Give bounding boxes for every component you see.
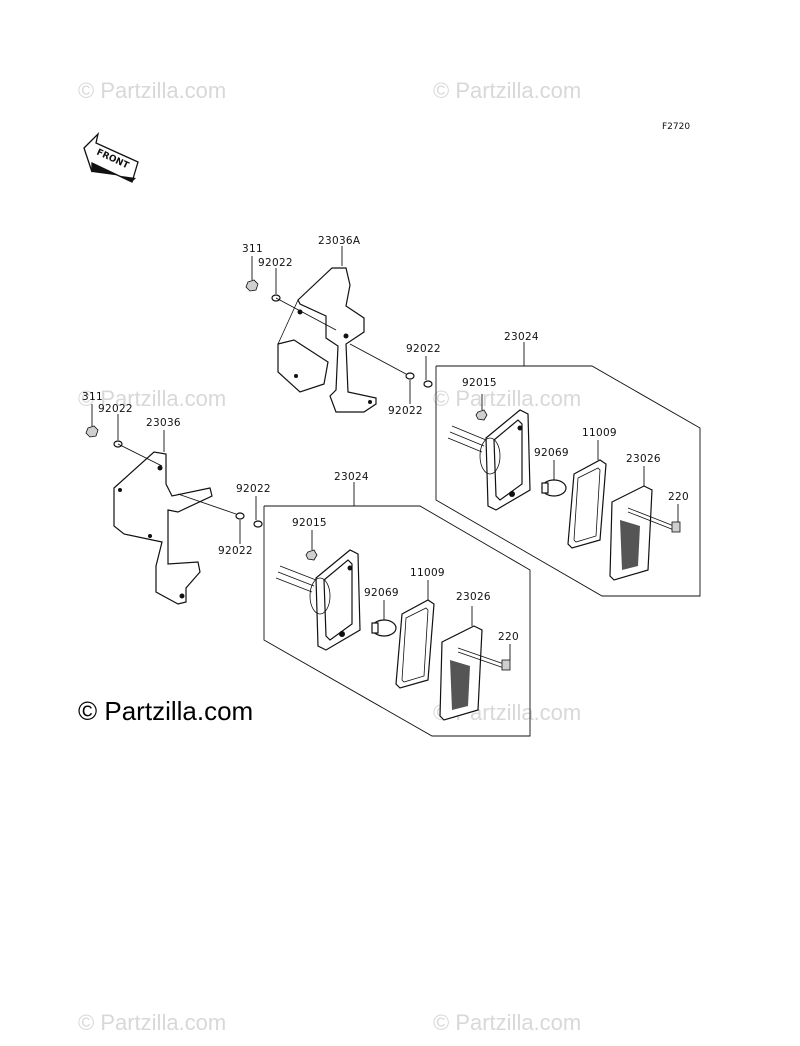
- washer-92022-bottom-c: [253, 520, 263, 528]
- label-311: 311: [82, 391, 103, 403]
- label-23026: 23026: [626, 453, 661, 465]
- nut-311-bottom: [85, 425, 99, 438]
- lens-pattern-top: [620, 520, 640, 570]
- label-311: 311: [242, 243, 263, 255]
- label-23024: 23024: [504, 331, 539, 343]
- copyright-text: © Partzilla.com: [78, 696, 253, 726]
- lamp-assembly-top: [435, 342, 701, 597]
- label-23036a: 23036A: [318, 235, 361, 247]
- label-92022: 92022: [98, 403, 133, 415]
- watermark-group: © Partzilla.com © Partzilla.com © Partzi…: [78, 78, 581, 1035]
- nut-311-top: [245, 279, 259, 292]
- label-23026: 23026: [456, 591, 491, 603]
- label-220: 220: [668, 491, 689, 503]
- label-92022: 92022: [258, 257, 293, 269]
- label-92022: 92022: [218, 545, 253, 557]
- label-23024: 23024: [334, 471, 369, 483]
- label-92069: 92069: [364, 587, 399, 599]
- label-220: 220: [498, 631, 519, 643]
- watermark: © Partzilla.com: [78, 78, 226, 103]
- bracket-23036: [113, 451, 213, 605]
- label-92022: 92022: [236, 483, 271, 495]
- watermark: © Partzilla.com: [433, 386, 581, 411]
- washer-92022-top-b: [405, 372, 415, 380]
- watermark: © Partzilla.com: [78, 386, 226, 411]
- washer-92022-top-c: [423, 380, 433, 388]
- label-23036: 23036: [146, 417, 181, 429]
- label-11009: 11009: [582, 427, 617, 439]
- label-92022: 92022: [388, 405, 423, 417]
- label-92015: 92015: [292, 517, 327, 529]
- front-arrow-icon: FRONT: [83, 131, 139, 183]
- diagram-code: F2720: [662, 122, 690, 132]
- label-11009: 11009: [410, 567, 445, 579]
- watermark: © Partzilla.com: [433, 1010, 581, 1035]
- lamp-assembly-bottom: [263, 482, 531, 737]
- washer-92022-bottom-b: [235, 512, 245, 520]
- lens-pattern-bottom: [450, 660, 470, 710]
- label-92022: 92022: [406, 343, 441, 355]
- label-92015: 92015: [462, 377, 497, 389]
- label-92069: 92069: [534, 447, 569, 459]
- watermark: © Partzilla.com: [78, 1010, 226, 1035]
- part-labels: 311 92022 23036A 92022 92022 23024 92015…: [82, 235, 689, 643]
- watermark: © Partzilla.com: [433, 78, 581, 103]
- bracket-23036a: [277, 267, 377, 413]
